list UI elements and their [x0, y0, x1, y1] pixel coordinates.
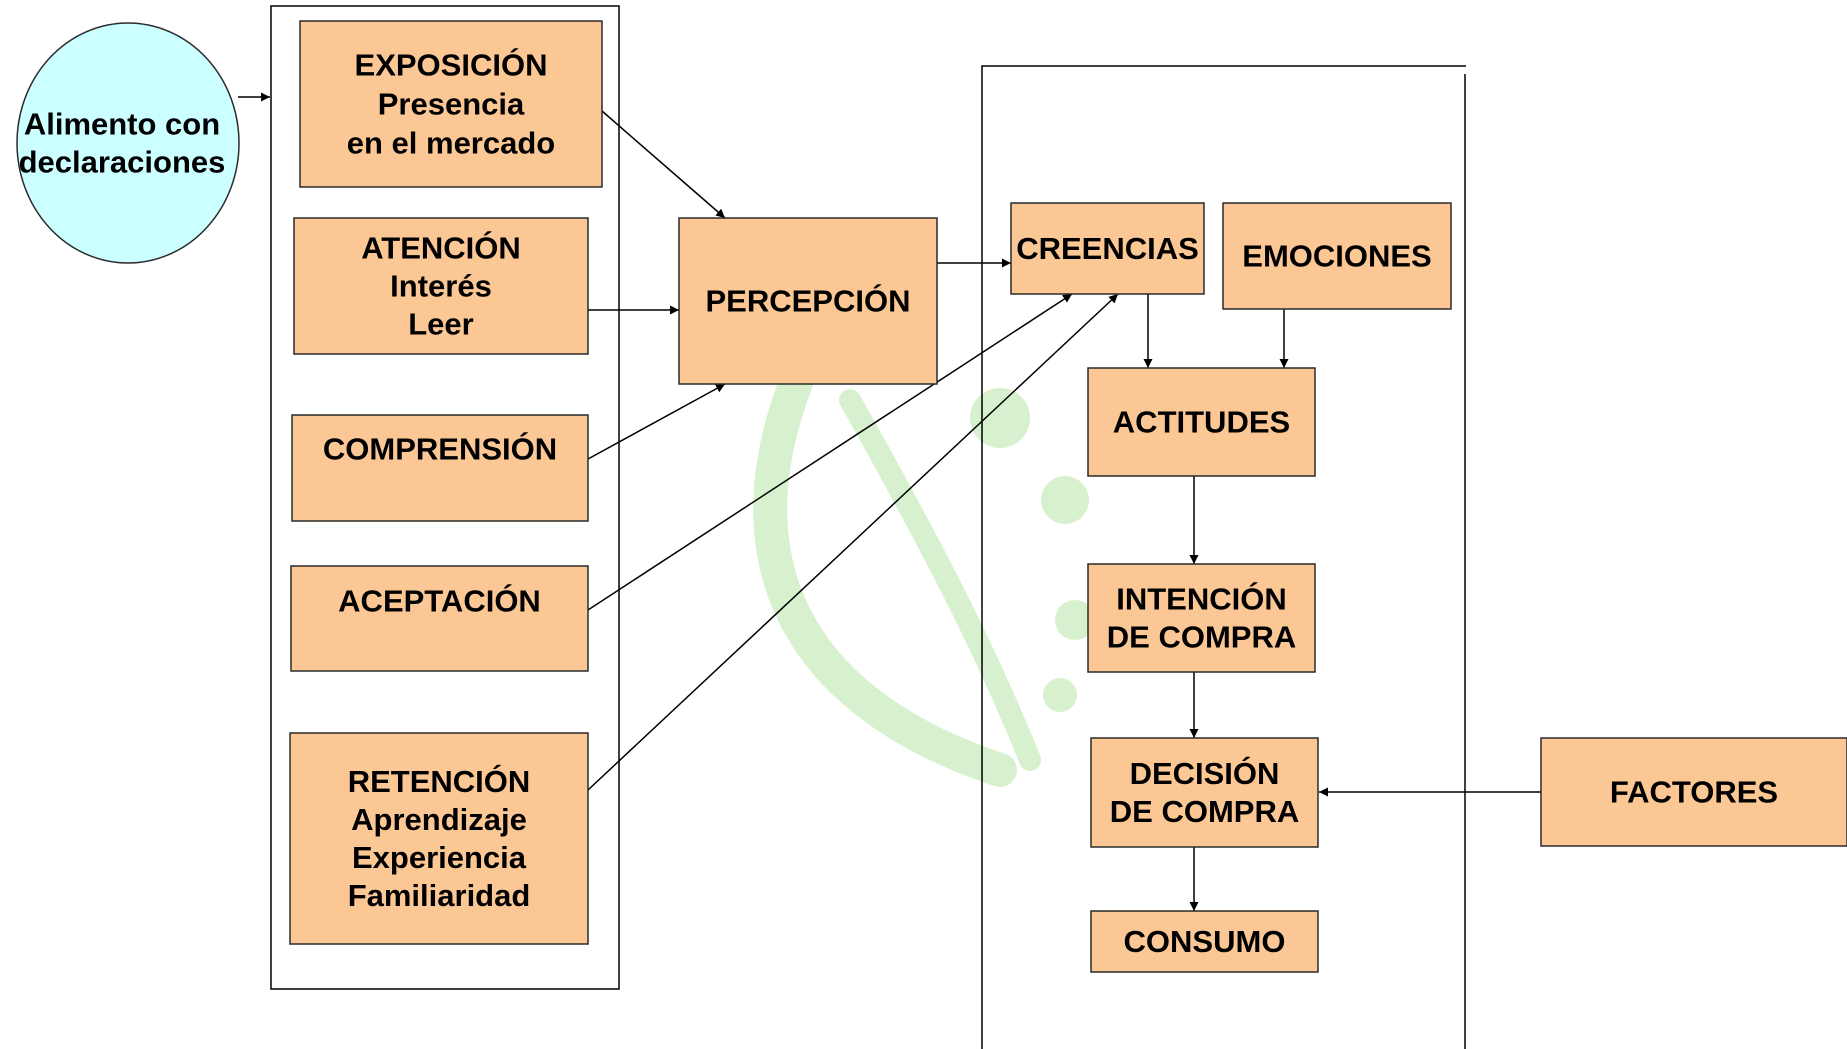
node-comprension: COMPRENSIÓN: [291, 414, 589, 522]
node-emociones: EMOCIONES: [1222, 202, 1452, 310]
node-label-line: Alimento con: [24, 107, 220, 142]
node-label-line: Aprendizaje: [351, 802, 527, 837]
left-group-frame: [270, 5, 620, 990]
node-label-line: Familiaridad: [348, 878, 531, 913]
node-shape: [16, 22, 240, 264]
node-label-line: Experiencia: [352, 840, 527, 875]
node-label-line: en el mercado: [347, 126, 555, 161]
node-box: [1087, 367, 1316, 477]
node-box: [678, 217, 938, 385]
node-retencion: RETENCIÓNAprendizajeExperienciaFamiliari…: [289, 732, 589, 945]
node-box: [299, 20, 603, 188]
node-label-line: ACEPTACIÓN: [338, 583, 541, 619]
node-box: [1010, 202, 1205, 295]
node-box: [1222, 202, 1452, 310]
node-label-line: EMOCIONES: [1242, 239, 1431, 274]
node-factores: FACTORES: [1540, 737, 1847, 847]
node-percepcion: PERCEPCIÓN: [678, 217, 938, 385]
node-label-line: PERCEPCIÓN: [706, 283, 911, 319]
node-creencias: CREENCIAS: [1010, 202, 1205, 295]
node-box: [293, 217, 589, 355]
node-label-line: Interés: [390, 269, 492, 304]
node-exposicion: EXPOSICIÓN Presencia en el mercado: [299, 20, 603, 188]
connectors: [238, 92, 1541, 911]
node-aceptacion: ACEPTACIÓN: [290, 565, 589, 672]
node-box: [290, 565, 589, 672]
node-box: [1090, 737, 1319, 848]
node-label-line: Leer: [408, 307, 473, 342]
node-label-line: CREENCIAS: [1016, 231, 1199, 266]
node-label-line: RETENCIÓN: [348, 763, 531, 799]
connector-comprension-percepcion: [587, 383, 726, 460]
node-box: [1087, 563, 1316, 673]
right-group-frame-left-top: [981, 65, 1466, 1049]
node-actitudes: ACTITUDES: [1087, 367, 1316, 477]
node-label-line: DE COMPRA: [1107, 620, 1296, 655]
node-label-line: DE COMPRA: [1110, 794, 1299, 829]
connector-retencion-creencias: [587, 293, 1119, 791]
connector-aceptacion-creencias: [587, 293, 1073, 611]
node-box: [291, 414, 589, 522]
node-label-line: FACTORES: [1610, 775, 1778, 810]
node-label-line: CONSUMO: [1124, 924, 1286, 959]
node-label-line: ATENCIÓN: [361, 230, 521, 266]
node-label-line: INTENCIÓN: [1116, 581, 1287, 617]
connector-exposicion-percepcion: [601, 110, 726, 219]
watermark-logo: [753, 333, 1095, 787]
node-consumo: CONSUMO: [1090, 910, 1319, 973]
node-label-line: EXPOSICIÓN: [355, 47, 548, 83]
node-box: [289, 732, 589, 945]
node-box: [1090, 910, 1319, 973]
node-label-line: COMPRENSIÓN: [323, 431, 557, 467]
node-label-line: Presencia: [378, 87, 525, 122]
node-box: [1540, 737, 1847, 847]
node-label-line: DECISIÓN: [1130, 755, 1280, 791]
node-label-line: ACTITUDES: [1113, 405, 1290, 440]
node-label-line: declaraciones: [19, 145, 226, 180]
